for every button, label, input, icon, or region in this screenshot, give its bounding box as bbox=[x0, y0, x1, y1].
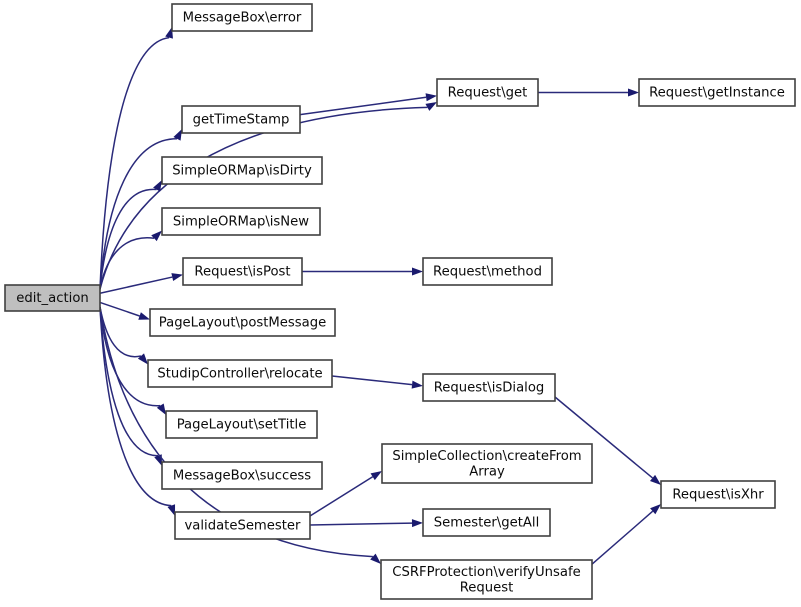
call-edge bbox=[99, 138, 177, 290]
graph-node-request-method[interactable]: Request\method bbox=[422, 257, 553, 286]
node-box[interactable] bbox=[161, 461, 323, 490]
node-box[interactable] bbox=[165, 410, 318, 439]
graph-node-messagebox-error[interactable]: MessageBox\error bbox=[171, 3, 313, 32]
node-box[interactable] bbox=[422, 373, 556, 402]
call-edge bbox=[99, 276, 173, 294]
call-edge bbox=[99, 36, 170, 290]
arrowhead-icon bbox=[370, 470, 382, 481]
node-box[interactable] bbox=[422, 257, 553, 286]
graph-node-validatesemester[interactable]: validateSemester bbox=[174, 511, 311, 540]
arrowhead-icon bbox=[650, 504, 661, 515]
graph-node-semester-getall[interactable]: Semester\getAll bbox=[422, 508, 551, 537]
call-edge bbox=[309, 476, 374, 517]
graph-node-ormap-isdirty[interactable]: SimpleORMap\isDirty bbox=[161, 156, 323, 185]
graph-node-messagebox-success[interactable]: MessageBox\success bbox=[161, 461, 323, 490]
graph-node-request-isdialog[interactable]: Request\isDialog bbox=[422, 373, 556, 402]
arrowhead-icon bbox=[167, 504, 176, 516]
edges-layer bbox=[99, 27, 661, 565]
arrowhead-icon bbox=[411, 380, 423, 389]
graph-node-edit-action[interactable]: edit_action bbox=[4, 284, 101, 312]
node-box[interactable] bbox=[4, 284, 101, 312]
call-edge bbox=[99, 301, 140, 317]
arrowhead-icon bbox=[165, 27, 173, 39]
call-edge bbox=[554, 396, 654, 479]
node-box[interactable] bbox=[436, 78, 539, 107]
call-edge bbox=[331, 375, 413, 386]
call-edge bbox=[309, 522, 413, 526]
graph-node-request-getinstance[interactable]: Request\getInstance bbox=[638, 78, 796, 107]
graph-node-gettimestamp[interactable]: getTimeStamp bbox=[181, 105, 301, 134]
node-box[interactable] bbox=[422, 508, 551, 537]
call-edge bbox=[99, 306, 172, 507]
graph-node-ormap-isnew[interactable]: SimpleORMap\isNew bbox=[161, 207, 321, 236]
call-edge bbox=[591, 510, 654, 565]
node-box[interactable] bbox=[638, 78, 796, 107]
node-box[interactable] bbox=[174, 511, 311, 540]
arrowhead-icon bbox=[649, 474, 661, 485]
arrowhead-icon bbox=[171, 273, 183, 281]
node-box[interactable] bbox=[161, 207, 321, 236]
graph-node-request-get[interactable]: Request\get bbox=[436, 78, 539, 107]
graph-node-studip-relocate[interactable]: StudipController\relocate bbox=[147, 359, 333, 388]
node-box[interactable] bbox=[182, 257, 303, 286]
node-box[interactable] bbox=[147, 359, 333, 388]
graph-node-pagelayout-postmsg[interactable]: PageLayout\postMessage bbox=[149, 308, 336, 337]
node-box[interactable] bbox=[381, 443, 593, 484]
arrowhead-icon bbox=[628, 88, 639, 97]
arrowhead-icon bbox=[412, 267, 423, 276]
arrowhead-icon bbox=[138, 312, 150, 320]
graph-node-request-ispost[interactable]: Request\isPost bbox=[182, 257, 303, 286]
arrowhead-icon bbox=[425, 93, 437, 102]
arrowhead-icon bbox=[156, 403, 166, 415]
node-box[interactable] bbox=[380, 559, 593, 600]
call-edge bbox=[99, 188, 157, 290]
arrowhead-icon bbox=[151, 230, 162, 242]
call-edge bbox=[299, 96, 427, 116]
arrowhead-icon bbox=[137, 353, 148, 365]
node-box[interactable] bbox=[171, 3, 313, 32]
arrowhead-icon bbox=[173, 129, 182, 141]
node-box[interactable] bbox=[161, 156, 323, 185]
node-box[interactable] bbox=[181, 105, 301, 134]
call-edge bbox=[99, 237, 155, 290]
arrowhead-icon bbox=[153, 180, 162, 192]
node-box[interactable] bbox=[149, 308, 336, 337]
arrowhead-icon bbox=[425, 102, 437, 111]
graph-node-request-isxhr[interactable]: Request\isXhr bbox=[660, 480, 776, 509]
graph-node-pagelayout-settitle[interactable]: PageLayout\setTitle bbox=[165, 410, 318, 439]
node-box[interactable] bbox=[660, 480, 776, 509]
arrowhead-icon bbox=[411, 519, 423, 528]
arrowhead-icon bbox=[370, 553, 381, 564]
